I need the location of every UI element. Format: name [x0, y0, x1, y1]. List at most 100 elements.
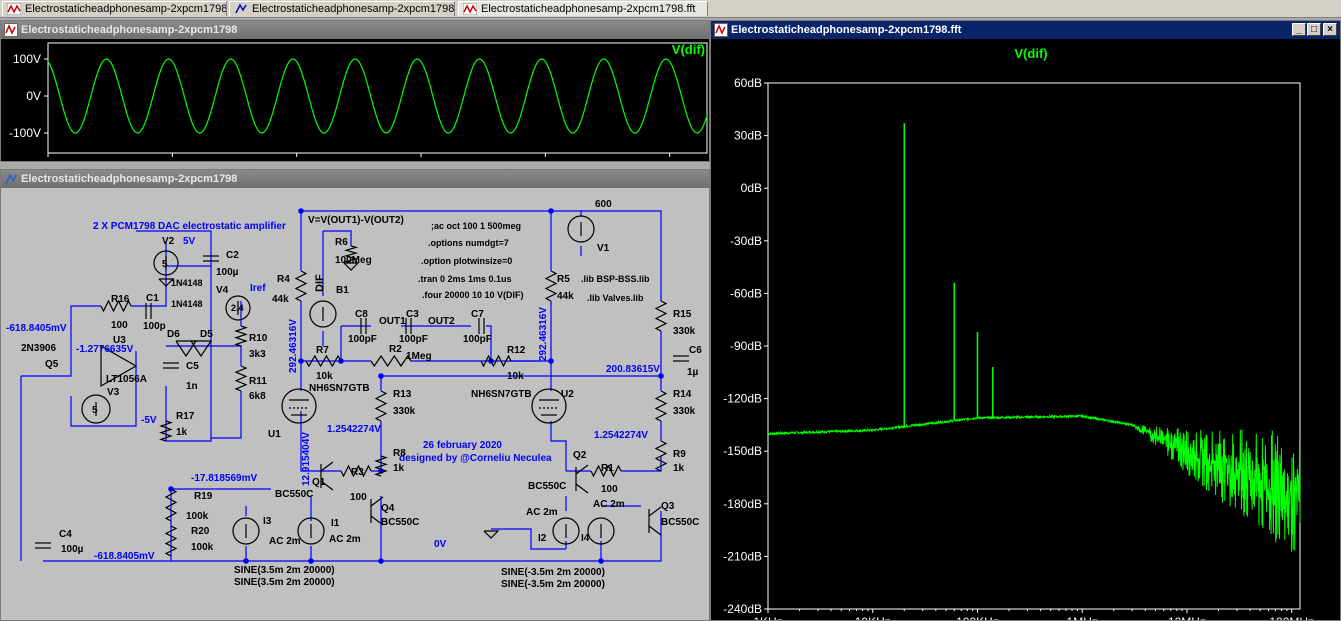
- label-tran: .tran 0 2ms 1ms 0.1us: [418, 274, 512, 284]
- label-n618a: -618.8405mV: [6, 323, 67, 334]
- close-button[interactable]: ×: [1323, 23, 1337, 36]
- label-r14: R14: [673, 389, 692, 400]
- label-c4: C4: [59, 529, 72, 540]
- trace-label: V(dif): [672, 42, 705, 57]
- label-c4val: 100µ: [61, 544, 84, 555]
- resistor: [305, 354, 342, 368]
- waveform-window[interactable]: Electrostaticheadphonesamp-2xpcm1798 100…: [0, 20, 710, 162]
- fft-plot[interactable]: 60dB30dB0dB-30dB-60dB-90dB-120dB-150dB-1…: [711, 39, 1340, 620]
- label-r20val: 100k: [191, 542, 214, 553]
- label-heading: 2 X PCM1798 DAC electrostatic amplifier: [93, 221, 286, 232]
- label-v2val: 5: [162, 259, 168, 270]
- npn-transistor: [320, 480, 334, 491]
- label-r2val: 1Meg: [406, 351, 432, 362]
- resistor: [164, 488, 178, 522]
- label-q3part: BC550C: [661, 517, 699, 528]
- label-n618b: -618.8405mV: [94, 551, 155, 562]
- schematic-icon: [235, 3, 247, 14]
- fft-titlebar[interactable]: Electrostaticheadphonesamp-2xpcm1798.fft…: [711, 21, 1340, 39]
- label-r6val: 100Meg: [335, 255, 372, 266]
- label-q1part: BC550C: [275, 489, 313, 500]
- ground-icon: [343, 262, 360, 271]
- x-tick-label: 10MHz: [1168, 615, 1206, 620]
- wire: [301, 210, 662, 301]
- label-r12val: 10k: [507, 371, 524, 382]
- label-r2: R2: [389, 344, 402, 355]
- label-c2val: 100µ: [216, 267, 239, 278]
- resistor: [294, 270, 308, 302]
- label-n200: 200.83615V: [606, 364, 660, 375]
- diode: [175, 340, 198, 358]
- schematic-icon: [5, 173, 17, 185]
- label-r19val: 100k: [186, 511, 209, 522]
- y-tick-label: -30dB: [730, 234, 762, 248]
- npn-transistor: [648, 525, 662, 536]
- tab-waveform[interactable]: Electrostaticheadphonesamp-2xpcm1798: [2, 1, 227, 16]
- tab-schematic-label: Electrostaticheadphonesamp-2xpcm1798: [252, 3, 455, 15]
- junction: [378, 558, 384, 564]
- resistor: [343, 245, 359, 264]
- label-v2: V2: [162, 236, 175, 247]
- x-tick-label: 0.0ms: [32, 159, 65, 161]
- label-n292a: 292.46316V: [288, 319, 299, 373]
- junction: [243, 558, 249, 564]
- npn-transistor: [575, 464, 589, 475]
- label-m5v: -5V: [141, 415, 157, 426]
- label-u2: U2: [561, 389, 574, 400]
- label-u1: U1: [268, 429, 281, 440]
- waveform-title: Electrostaticheadphonesamp-2xpcm1798: [21, 24, 238, 36]
- schematic-canvas[interactable]: 2 X PCM1798 DAC electrostatic amplifierV…: [1, 188, 709, 620]
- trace-label: V(dif): [1014, 46, 1047, 61]
- diode: [190, 340, 213, 358]
- document-tab-bar: Electrostaticheadphonesamp-2xpcm1798 Ele…: [0, 0, 1341, 18]
- plot-background: [711, 39, 1340, 620]
- label-r17val: 1k: [176, 427, 188, 438]
- label-c6: C6: [689, 345, 702, 356]
- wire: [43, 529, 662, 562]
- label-r10: R10: [249, 333, 268, 344]
- series-line-vdif: [47, 58, 708, 134]
- fft-series: [767, 123, 1301, 552]
- waveform-titlebar[interactable]: Electrostaticheadphonesamp-2xpcm1798: [1, 21, 709, 39]
- plot-background: [1, 39, 709, 161]
- label-date: 26 february 2020: [423, 440, 502, 451]
- label-v3val: 5: [92, 405, 98, 416]
- wire: [491, 528, 566, 550]
- waveform-icon: [4, 23, 18, 37]
- junction: [378, 373, 384, 379]
- junction: [548, 208, 554, 214]
- vacuum-tube: [281, 388, 317, 424]
- label-c2: C2: [226, 250, 239, 261]
- maximize-button[interactable]: □: [1307, 23, 1321, 36]
- fft-window[interactable]: Electrostaticheadphonesamp-2xpcm1798.fft…: [710, 20, 1341, 621]
- label-c3: C3: [406, 309, 419, 320]
- ground-icon: [483, 530, 500, 539]
- label-out2: OUT2: [428, 316, 455, 327]
- y-tick-label: -120dB: [723, 392, 762, 406]
- label-r19: R19: [194, 491, 213, 502]
- wire: [70, 351, 137, 427]
- y-tick-label: 0dB: [741, 181, 762, 195]
- label-dif: DIF: [314, 274, 326, 292]
- tab-schematic[interactable]: Electrostaticheadphonesamp-2xpcm1798: [229, 1, 455, 16]
- tab-fft[interactable]: Electrostaticheadphonesamp-2xpcm1798.fft: [458, 1, 708, 16]
- waveform-icon: [714, 23, 728, 37]
- minimize-button[interactable]: _: [1292, 23, 1306, 36]
- label-r3val: 100: [350, 492, 367, 503]
- x-tick-label: 1KHz: [753, 615, 782, 620]
- label-i4ac: AC 2m: [593, 499, 625, 510]
- label-r4: R4: [277, 274, 290, 285]
- label-n177: -1.2776635V: [76, 344, 134, 355]
- label-v600: 600: [595, 199, 612, 210]
- resistor: [370, 354, 412, 368]
- schematic-titlebar[interactable]: Electrostaticheadphonesamp-2xpcm1798: [1, 170, 709, 188]
- label-r14val: 330k: [673, 406, 696, 417]
- schematic-window[interactable]: Electrostaticheadphonesamp-2xpcm1798 2 X…: [0, 169, 710, 621]
- label-i2: I2: [538, 533, 547, 544]
- resistor: [340, 464, 372, 478]
- label-r12: R12: [507, 345, 526, 356]
- voltage-source: [567, 215, 595, 243]
- waveform-plot[interactable]: 100V0V-100V0.0ms0.1ms0.2ms0.3ms0.4ms0.5m…: [1, 39, 709, 161]
- wire: [621, 456, 662, 472]
- y-tick-label: 0V: [26, 89, 41, 103]
